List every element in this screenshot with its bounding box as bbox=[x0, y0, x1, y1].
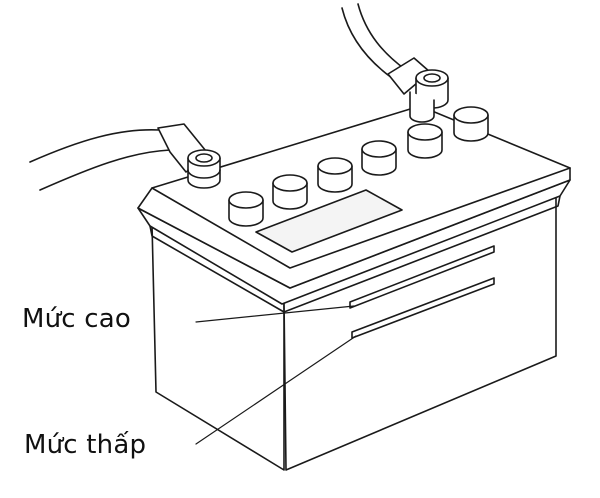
cell-cap-5 bbox=[407, 123, 443, 159]
lower-level-mark bbox=[351, 277, 495, 339]
high-level-label: Mức cao bbox=[22, 304, 132, 334]
battery-body bbox=[137, 105, 571, 471]
low-level-leader-line bbox=[195, 335, 357, 445]
lid-panel bbox=[255, 189, 403, 253]
low-level-label: Mức thấp bbox=[24, 430, 147, 460]
cell-cap-1 bbox=[228, 191, 264, 227]
right-terminal bbox=[409, 69, 449, 123]
high-level-leader-line bbox=[195, 305, 355, 323]
cell-cap-4 bbox=[361, 140, 397, 176]
top-cable bbox=[341, 3, 431, 95]
cell-cap-3 bbox=[317, 157, 353, 193]
cell-cap-2 bbox=[272, 174, 308, 210]
cell-caps bbox=[228, 106, 489, 227]
cell-cap-6 bbox=[453, 106, 489, 142]
left-terminal bbox=[187, 149, 221, 189]
